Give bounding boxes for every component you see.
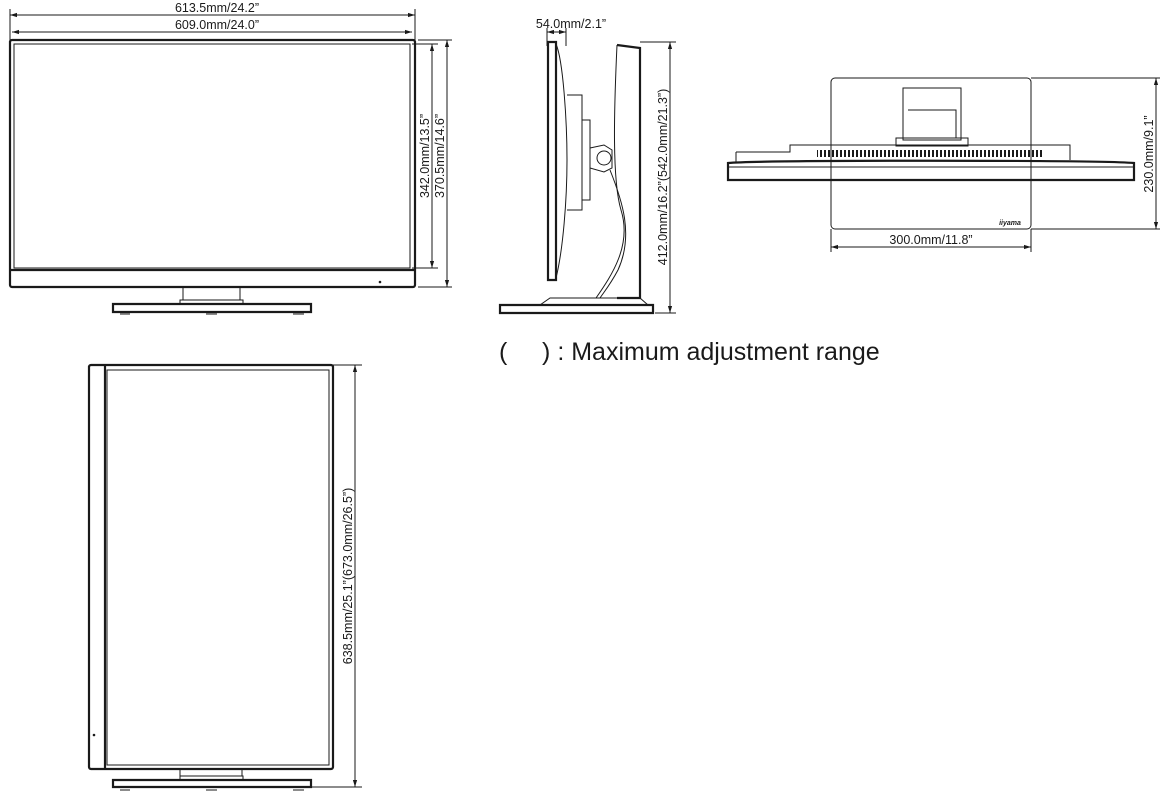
front-screen-height-label: 342.0mm/13.5”	[418, 114, 432, 198]
portrait-buttons	[88, 667, 96, 737]
side-view: 54.0mm/2.1” 412.0mm/16.2”(542.0mm/21.3”)	[498, 17, 676, 315]
side-height-label: 412.0mm/16.2”(542.0mm/21.3”)	[656, 89, 670, 265]
portrait-view: 638.5mm/25.1”(673.0mm/26.5”)	[87, 363, 362, 791]
front-screen-width-label: 609.0mm/24.0”	[175, 18, 259, 32]
portrait-height-label: 638.5mm/25.1”(673.0mm/26.5”)	[341, 488, 355, 664]
iiyama-logo: iiyama	[999, 220, 1021, 227]
front-buttons	[313, 280, 382, 288]
front-view: 613.5mm/24.2” 609.0mm/24.0” 342.0	[8, 1, 452, 315]
svg-text:iiyama: iiyama	[999, 220, 1021, 227]
side-depth-label: 54.0mm/2.1”	[536, 17, 606, 31]
front-overall-width-label: 613.5mm/24.2”	[175, 1, 259, 15]
front-overall-height-label: 370.5mm/14.6”	[433, 114, 447, 198]
top-stand-width-label: 300.0mm/11.8”	[889, 233, 972, 247]
top-stand-depth-label: 230.0mm/9.1”	[1142, 115, 1156, 192]
legend-text: ( ) : Maximum adjustment range	[499, 338, 880, 366]
top-view: iiyama 300.0mm/11.8” 230.0mm/9.1”	[726, 77, 1160, 252]
